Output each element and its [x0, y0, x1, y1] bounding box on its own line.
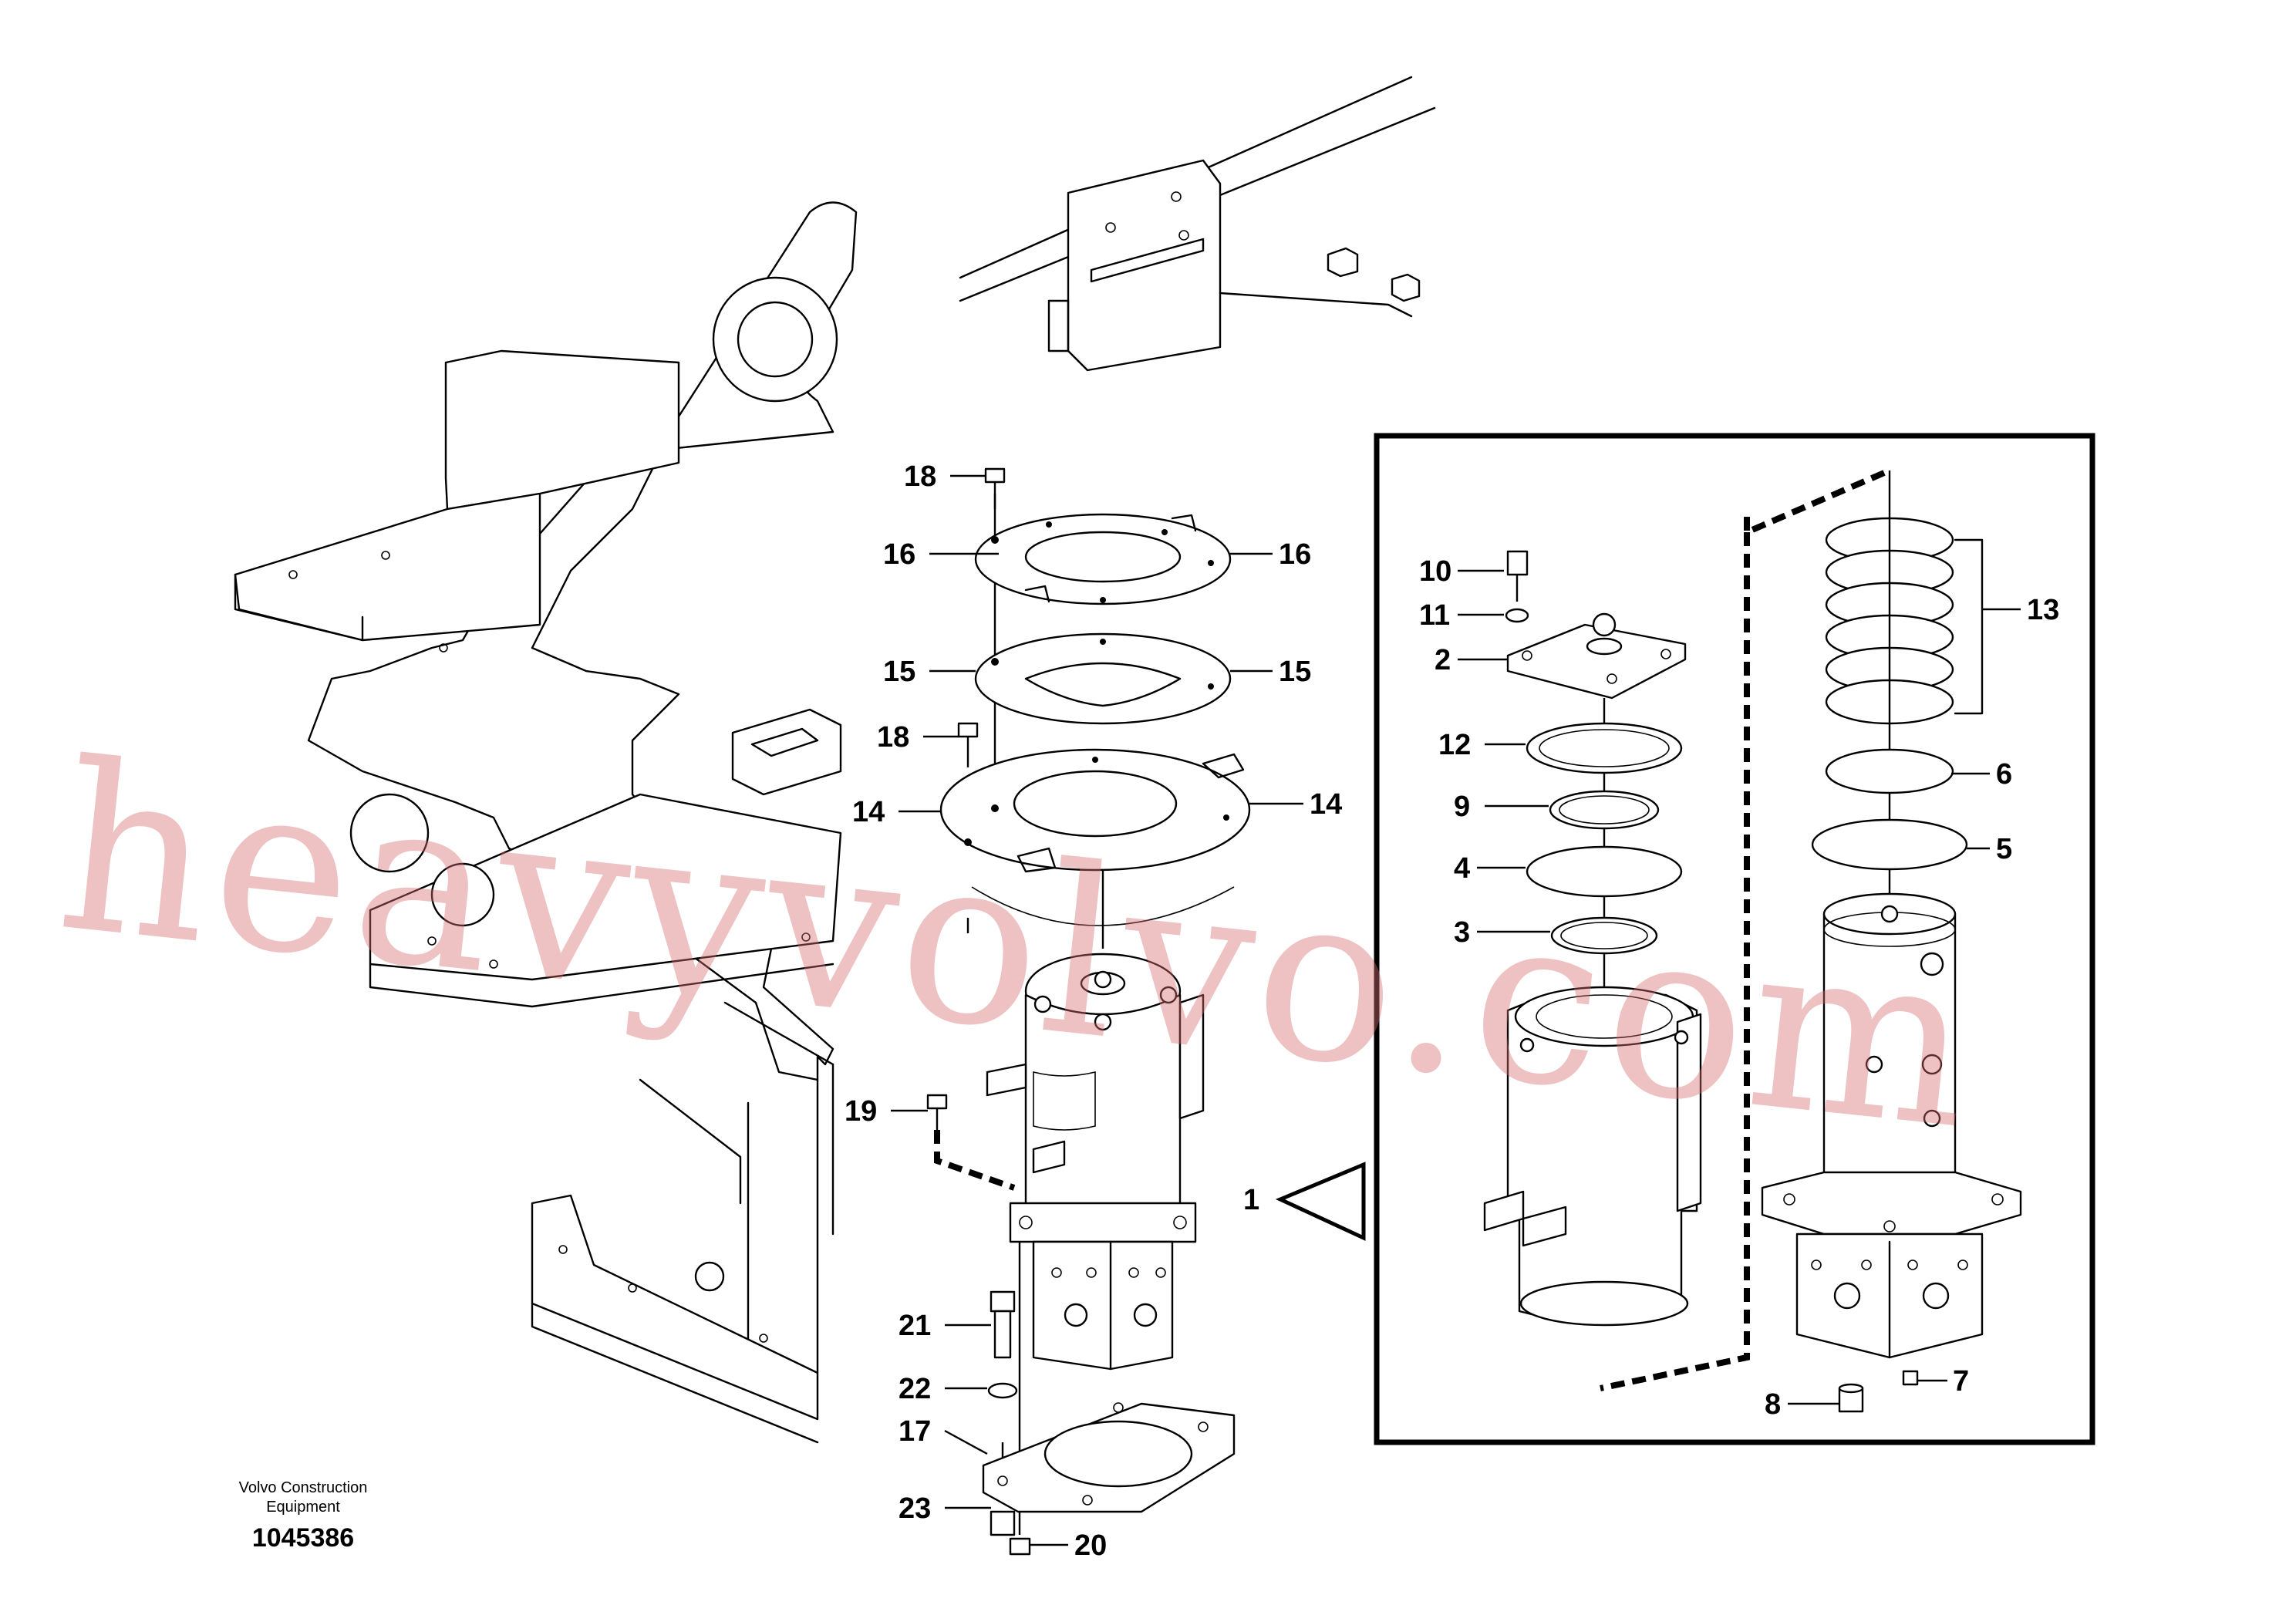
seal-rings-13	[1825, 517, 1984, 725]
callout-14-right: 14	[1310, 788, 1342, 821]
upper-frame-structure	[234, 76, 1436, 1444]
cover-plate-2	[1506, 612, 1687, 700]
callout-8: 8	[1765, 1388, 1781, 1421]
callout-11: 11	[1419, 599, 1450, 632]
ring-3	[1550, 916, 1658, 955]
callout-13: 13	[2027, 594, 2059, 626]
o-ring-4	[1526, 845, 1683, 898]
callout-15-left: 15	[883, 656, 915, 688]
callout-10: 10	[1419, 555, 1451, 588]
callout-2: 2	[1435, 644, 1451, 676]
callout-3: 3	[1454, 916, 1470, 949]
rotor-spindle	[1761, 892, 2022, 1359]
split-plate-16	[974, 513, 1232, 605]
callout-21: 21	[899, 1310, 931, 1342]
callout-4: 4	[1454, 852, 1470, 885]
o-ring-6	[1825, 748, 1954, 794]
plate-14	[939, 748, 1251, 926]
callout-20: 20	[1074, 1529, 1107, 1562]
callout-17: 17	[899, 1415, 931, 1448]
caption-line-2: Equipment	[266, 1499, 340, 1516]
document-number: 1045386	[252, 1523, 354, 1553]
caption-block: Volvo Construction Equipment 1045386	[239, 1479, 368, 1553]
callout-18-top: 18	[904, 460, 936, 493]
callout-19: 19	[845, 1095, 877, 1128]
ring-9	[1549, 790, 1660, 830]
callout-9: 9	[1454, 791, 1470, 823]
callout-18-mid: 18	[877, 721, 909, 754]
callout-5: 5	[1996, 833, 2012, 865]
callout-14-left: 14	[852, 796, 885, 828]
swivel-joint-body-left	[986, 953, 1205, 1371]
fastener-18-top	[984, 467, 1006, 509]
swivel-housing-inset	[1483, 986, 1702, 1327]
callout-12: 12	[1438, 729, 1471, 761]
callout-leaders	[891, 474, 2021, 1546]
o-ring-5	[1811, 818, 1968, 871]
caption-line-1: Volvo Construction	[239, 1479, 368, 1496]
ring-12	[1526, 722, 1683, 774]
washer-22	[987, 1382, 1018, 1399]
callout-23: 23	[899, 1492, 931, 1525]
callout-16-left: 16	[883, 538, 915, 571]
nut-23	[990, 1510, 1016, 1536]
callout-1: 1	[1243, 1184, 1259, 1216]
plug-20	[1009, 1537, 1031, 1556]
callout-labels: 18 16 16 15 15 18 14 14 19 1 21 22 17 23…	[845, 460, 2059, 1562]
mounting-plate-17	[982, 1402, 1236, 1513]
detail-inset-box	[1275, 433, 2095, 1445]
fastener-19	[926, 1094, 948, 1130]
callout-6: 6	[1996, 758, 2012, 791]
callout-7: 7	[1953, 1365, 1969, 1398]
split-plate-15	[974, 632, 1232, 725]
left-exploded-stack	[934, 494, 1251, 1535]
fastener-21	[990, 1290, 1016, 1359]
bolt-10	[1506, 550, 1529, 602]
fastener-18-mid	[957, 722, 979, 767]
callout-22: 22	[899, 1373, 931, 1405]
plug-7	[1902, 1370, 1919, 1386]
callout-16-right: 16	[1279, 538, 1311, 571]
washer-11	[1505, 608, 1529, 623]
callout-15-right: 15	[1279, 656, 1311, 688]
